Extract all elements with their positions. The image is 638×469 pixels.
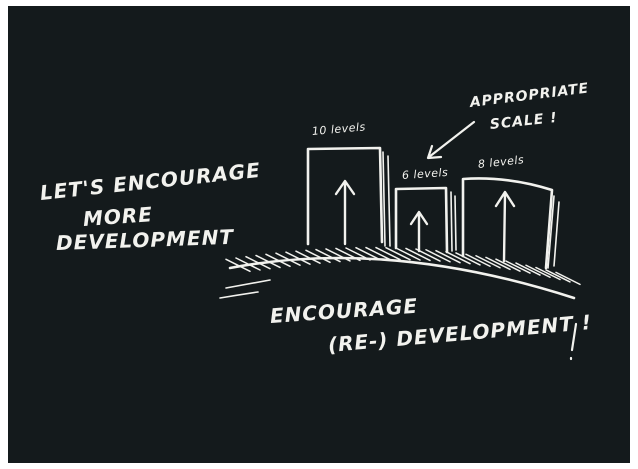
left-note-line-2: MORE <box>82 202 154 231</box>
sketch-drawing <box>219 120 581 361</box>
building-8-levels <box>461 177 560 270</box>
building-10-levels <box>306 146 391 247</box>
ground-hatching <box>225 246 581 286</box>
callout-arrow <box>426 120 476 160</box>
ground-line <box>228 256 576 300</box>
chalkboard: LET'S ENCOURAGE MORE DEVELOPMENT 10 leve… <box>8 6 630 463</box>
building-6-levels <box>394 186 457 254</box>
